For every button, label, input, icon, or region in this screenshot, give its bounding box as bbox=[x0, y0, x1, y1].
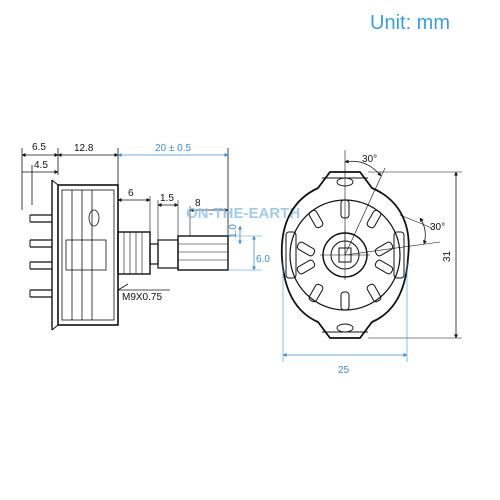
watermark: ON-THE-EARTH bbox=[186, 205, 300, 222]
angle-right: 30° bbox=[430, 222, 445, 233]
side-view: 6.5 12.8 20 ± 0.5 4.5 bbox=[21, 142, 270, 331]
shaft bbox=[177, 235, 229, 271]
unit-label: Unit: mm bbox=[370, 12, 450, 34]
dim-1-0: 1.0 bbox=[228, 224, 239, 238]
dim-6: 6 bbox=[128, 188, 134, 199]
dim-6-5: 6.5 bbox=[32, 142, 46, 153]
switch-body bbox=[57, 184, 119, 326]
dim-12-8: 12.8 bbox=[74, 143, 94, 154]
dim-4-5: 4.5 bbox=[34, 160, 48, 171]
dim-1-5: 1.5 bbox=[160, 193, 174, 204]
dim-31: 31 bbox=[442, 250, 453, 262]
contact-slots bbox=[296, 199, 394, 311]
dim-20: 20 ± 0.5 bbox=[155, 143, 192, 154]
thread-callout: M9X0.75 bbox=[122, 292, 162, 303]
angle-top: 30° bbox=[362, 154, 377, 165]
dim-8: 8 bbox=[195, 198, 201, 209]
threaded-bushing bbox=[117, 231, 151, 275]
front-outline bbox=[280, 171, 410, 339]
dim-25: 25 bbox=[338, 365, 350, 376]
terminal-pins bbox=[29, 214, 52, 298]
front-view: 30° 30° 31 25 bbox=[280, 150, 462, 376]
dim-6-0: 6.0 bbox=[256, 254, 270, 265]
